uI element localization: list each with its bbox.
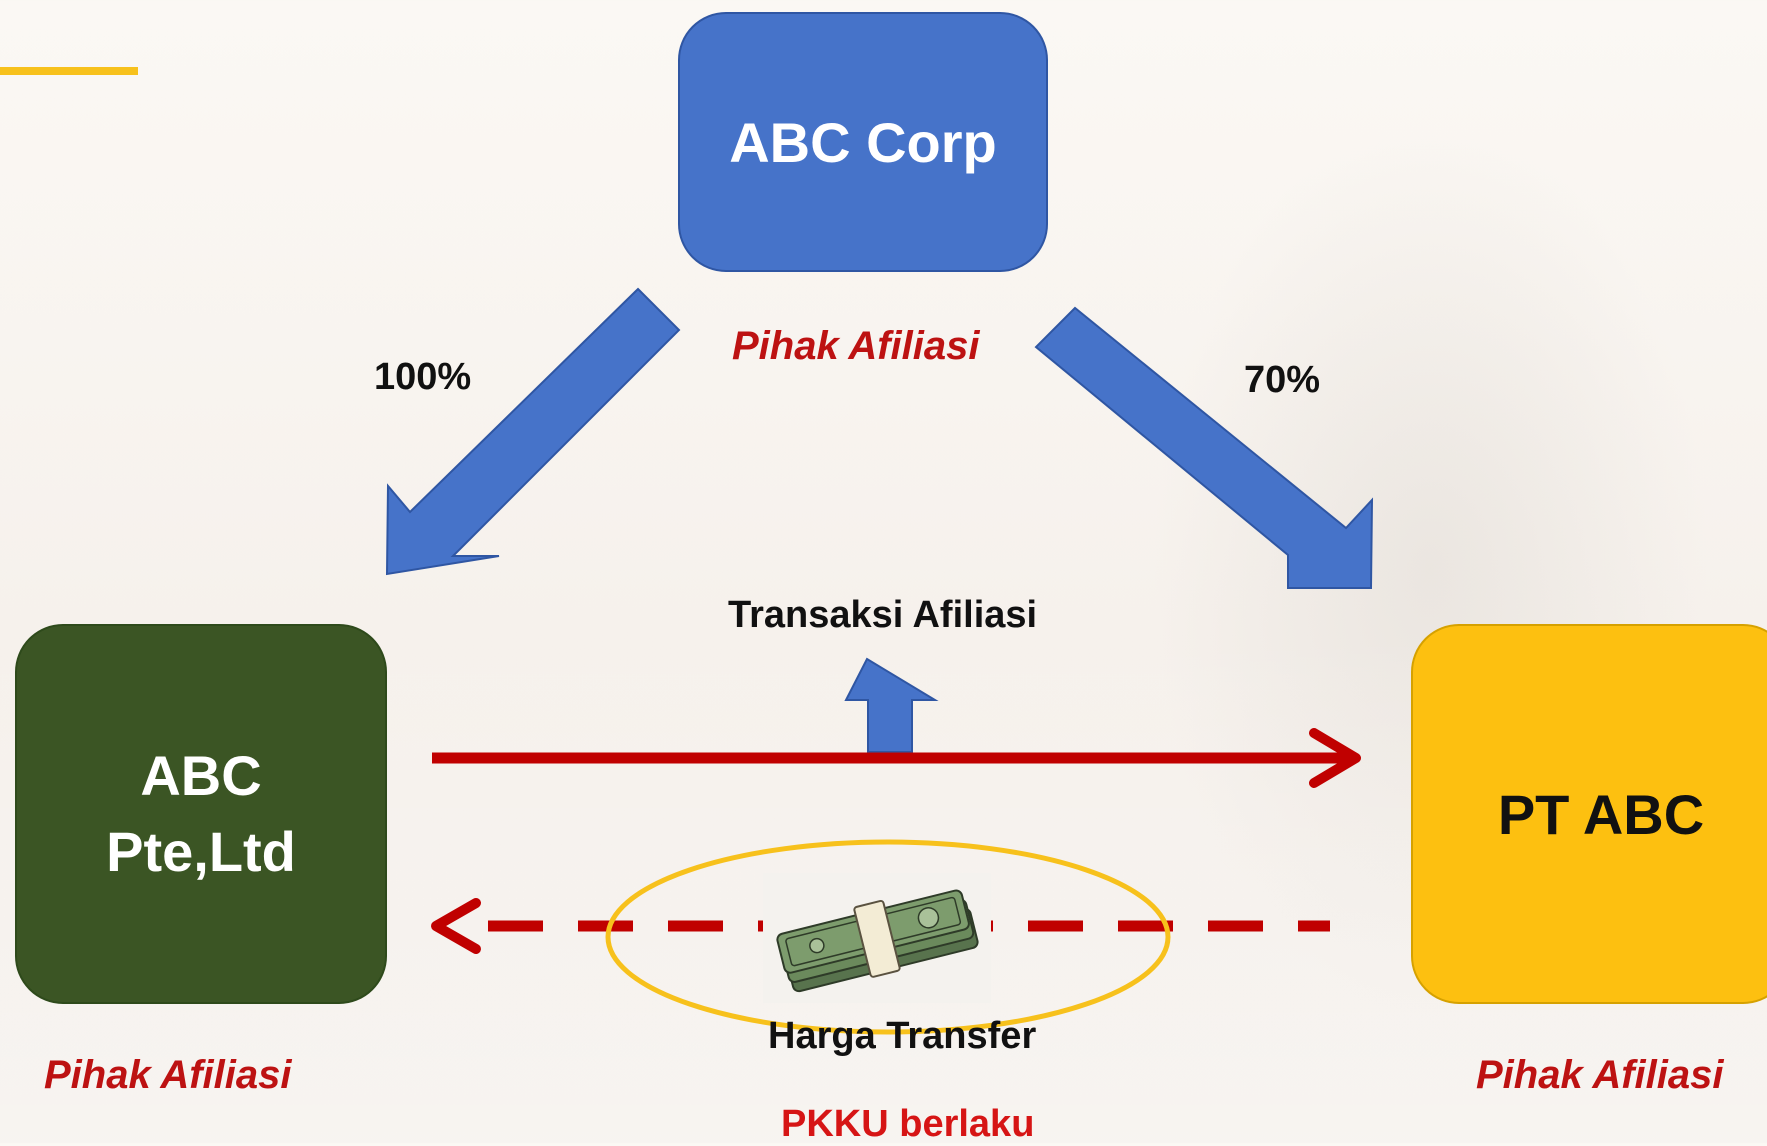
rule-label: PKKU berlaku (781, 1103, 1035, 1145)
accent-line (0, 67, 138, 75)
node-abc-pte-ltd-line1: ABC (140, 744, 262, 807)
transfer-price-highlight (605, 839, 1171, 1035)
role-label-top: Pihak Afiliasi (732, 324, 980, 368)
role-label-right: Pihak Afiliasi (1476, 1053, 1724, 1097)
node-pt-abc-label: PT ABC (1497, 782, 1705, 846)
role-label-left: Pihak Afiliasi (44, 1053, 292, 1097)
money-bundle-icon (763, 873, 991, 1003)
node-abc-corp: ABC Corp (678, 12, 1048, 272)
ownership-percent-right: 70% (1244, 359, 1321, 401)
node-abc-pte-ltd-line2: Pte,Ltd (106, 820, 296, 883)
node-abc-pte-ltd-label: ABC Pte,Ltd (106, 738, 296, 890)
node-pt-abc: PT ABC (1411, 624, 1767, 1004)
ownership-arrow-right (1034, 306, 1374, 589)
node-abc-corp-label: ABC Corp (729, 110, 997, 174)
ownership-percent-left: 100% (374, 356, 472, 398)
payment-flow-arrowhead (431, 898, 481, 954)
transaction-label: Transaksi Afiliasi (728, 594, 1038, 636)
ownership-arrow-left (385, 287, 681, 576)
node-abc-pte-ltd: ABC Pte,Ltd (15, 624, 387, 1004)
transaction-flow-arrowhead (1309, 728, 1361, 788)
transfer-price-label: Harga Transfer (768, 1015, 1037, 1057)
transaction-up-arrow (844, 657, 939, 753)
